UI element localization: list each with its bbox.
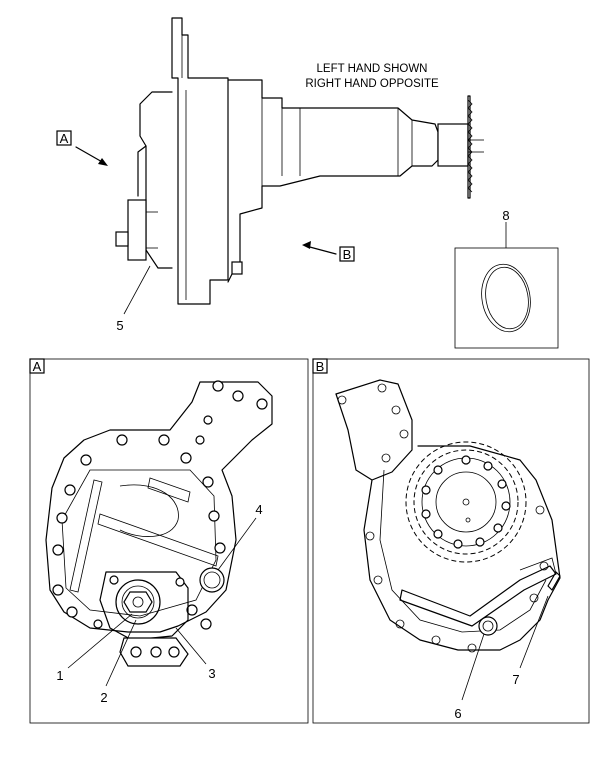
view-b-tag: B: [339, 246, 355, 262]
detail-a-bolts: [52, 380, 268, 630]
callout-4: 4: [217, 502, 263, 571]
detail-a-housing: [45, 380, 273, 667]
spindle-assembly-side-view: [115, 17, 484, 305]
callout-1: 1: [56, 613, 133, 683]
view-a-letter: A: [60, 131, 69, 146]
detail-a-letter: A: [33, 359, 42, 374]
callout-7: 7: [512, 595, 549, 687]
detail-b-letter: B: [316, 359, 325, 374]
callout-3: 3: [175, 627, 216, 681]
view-b-letter: B: [343, 247, 352, 262]
callout-6: 6: [454, 633, 485, 721]
callout-5-label: 5: [116, 318, 123, 333]
callout-8-label: 8: [502, 208, 509, 223]
part-8-box: 8: [454, 208, 559, 349]
detail-a-frame: A: [29, 358, 309, 724]
view-a-arrow: [75, 146, 108, 166]
callout-7-label: 7: [512, 672, 519, 687]
note-line-2: RIGHT HAND OPPOSITE: [305, 78, 439, 90]
callout-3-label: 3: [208, 666, 215, 681]
callout-2: 2: [100, 619, 137, 705]
detail-b-housing: [335, 379, 561, 653]
callout-2-label: 2: [100, 690, 107, 705]
view-b-arrow: [302, 241, 337, 255]
note-line-1: LEFT HAND SHOWN: [317, 63, 428, 75]
view-a-tag: A: [56, 130, 72, 146]
callout-6-label: 6: [454, 706, 461, 721]
detail-b-frame: B: [312, 358, 590, 724]
callout-4-label: 4: [255, 502, 262, 517]
callout-1-label: 1: [56, 668, 63, 683]
callout-5: 5: [116, 265, 151, 333]
